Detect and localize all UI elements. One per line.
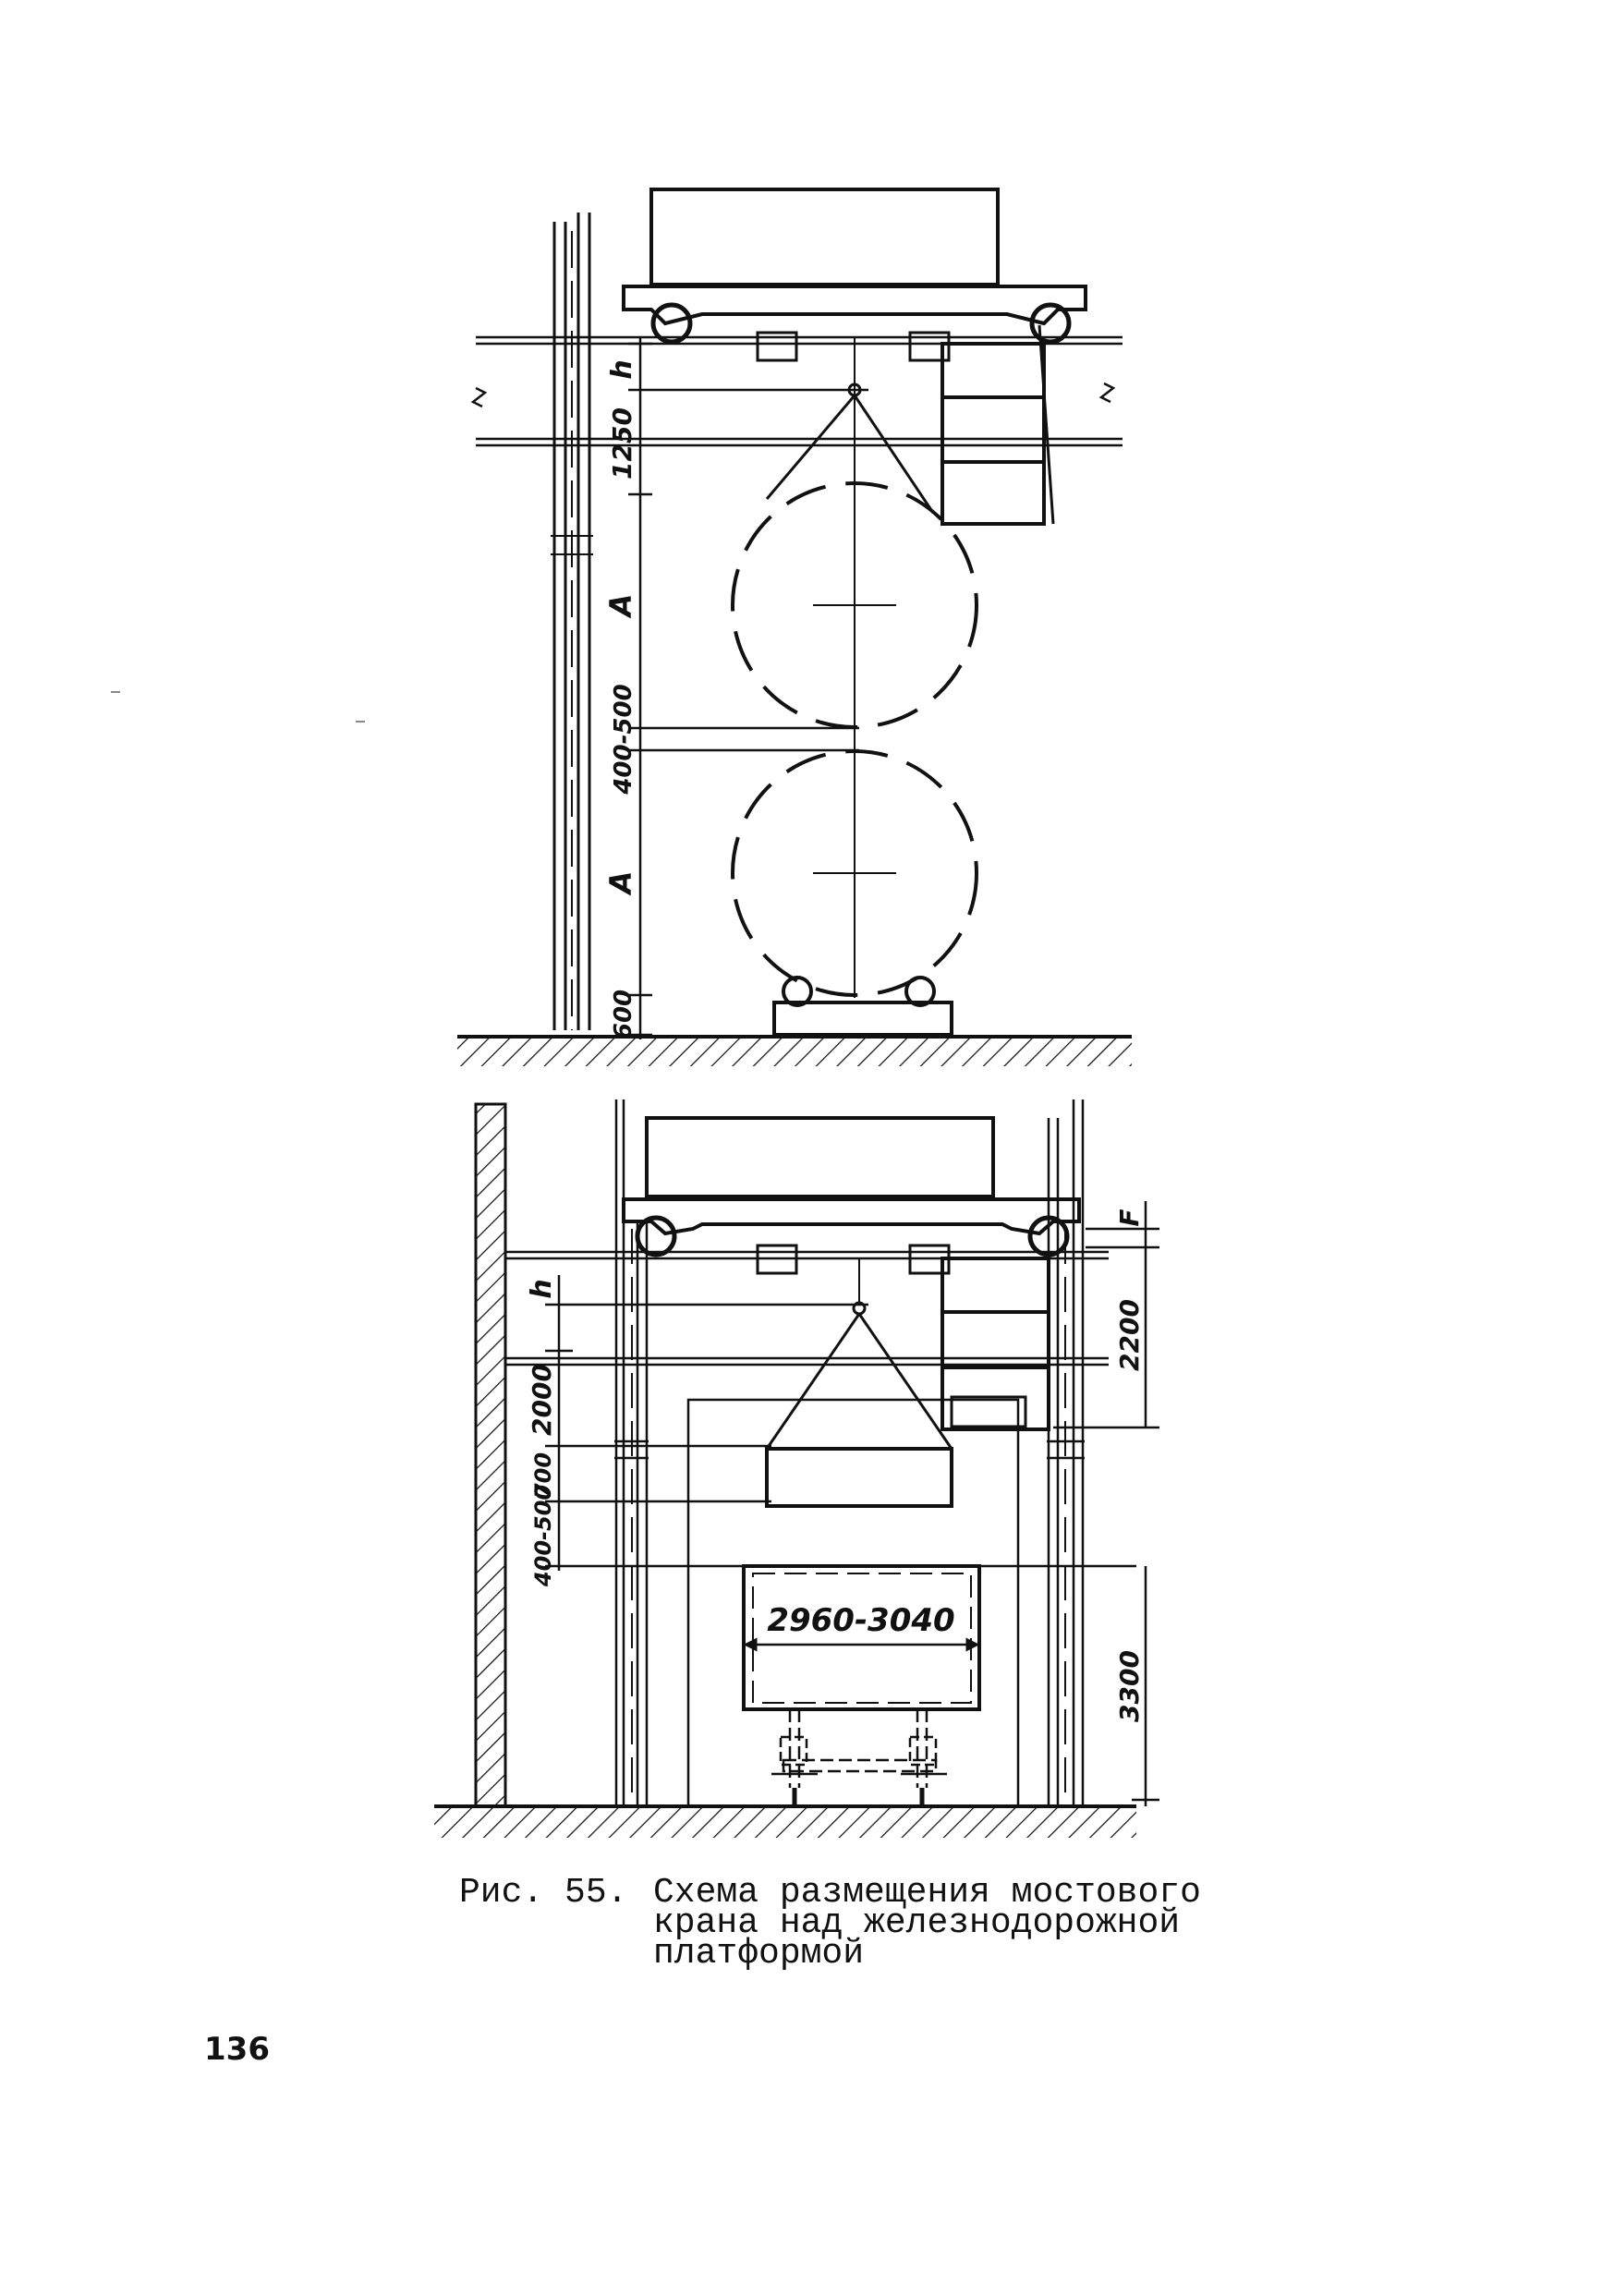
clearance-outline (686, 1398, 1020, 1806)
bottom-left-dimension-line (545, 1275, 1136, 1571)
dim-h-top: h (606, 359, 638, 379)
crane-trolley (622, 188, 1087, 362)
caption-line-2: крана над железнодорожной (653, 1903, 1181, 1943)
crane-girder-bottom (505, 1250, 1109, 1367)
dim-platform-width: 2960-3040 (767, 1602, 954, 1639)
dim-2200: 2200 (1114, 1299, 1145, 1371)
wall-left (474, 1102, 507, 1808)
bottom-dimension-labels: h 2000 700 400-500 F 2200 3300 2960-3040 (526, 1209, 1145, 1722)
top-dimension-labels: h 1250 A 400-500 A 600 (603, 359, 638, 1039)
hook-slings-bottom (765, 1258, 953, 1508)
figure-label: Рис. 55. (459, 1873, 628, 1913)
bottom-right-dimension-line (1053, 1201, 1159, 1806)
roll-cradle (772, 976, 953, 1037)
dim-2000: 2000 (527, 1364, 557, 1436)
dim-f: F (1114, 1209, 1145, 1226)
operator-cabin-bottom (940, 1257, 1050, 1431)
scan-speck (111, 691, 120, 693)
suspended-load (765, 1447, 953, 1508)
railway-platform (742, 1564, 981, 1806)
dim-h-bottom: h (526, 1279, 558, 1298)
top-dimension-line (628, 337, 868, 1039)
crane-trolley-bottom (622, 1116, 1081, 1275)
caption-line-3: платформой (653, 1934, 865, 1974)
dim-a-lower: A (603, 871, 638, 897)
ground-top (457, 1035, 1132, 1066)
top-view (457, 188, 1132, 1066)
platform-bogies (771, 1709, 947, 1806)
scan-speck (356, 721, 365, 723)
figure-caption: Рис. 55. Схема размещения мостового крана… (459, 1873, 1201, 1972)
dim-400-500-top: 400-500 (610, 684, 637, 795)
dim-400-500-bottom: 400-500 (530, 1485, 556, 1587)
hook-slings (765, 337, 935, 998)
ground-bottom (434, 1804, 1136, 1838)
column-left (551, 213, 593, 1030)
dim-1250: 1250 (607, 407, 637, 480)
page-number: 136 (204, 2031, 270, 2068)
dim-700: 700 (530, 1452, 556, 1499)
dim-600: 600 (610, 990, 637, 1039)
columns-right (1047, 1099, 1085, 1806)
operator-cabin (940, 324, 1055, 526)
columns-left (614, 1099, 649, 1806)
bottom-view (434, 1099, 1159, 1838)
dim-3300: 3300 (1114, 1650, 1145, 1722)
caption-line-1: Схема размещения мостового (653, 1873, 1201, 1913)
dim-a-upper: A (603, 594, 638, 620)
